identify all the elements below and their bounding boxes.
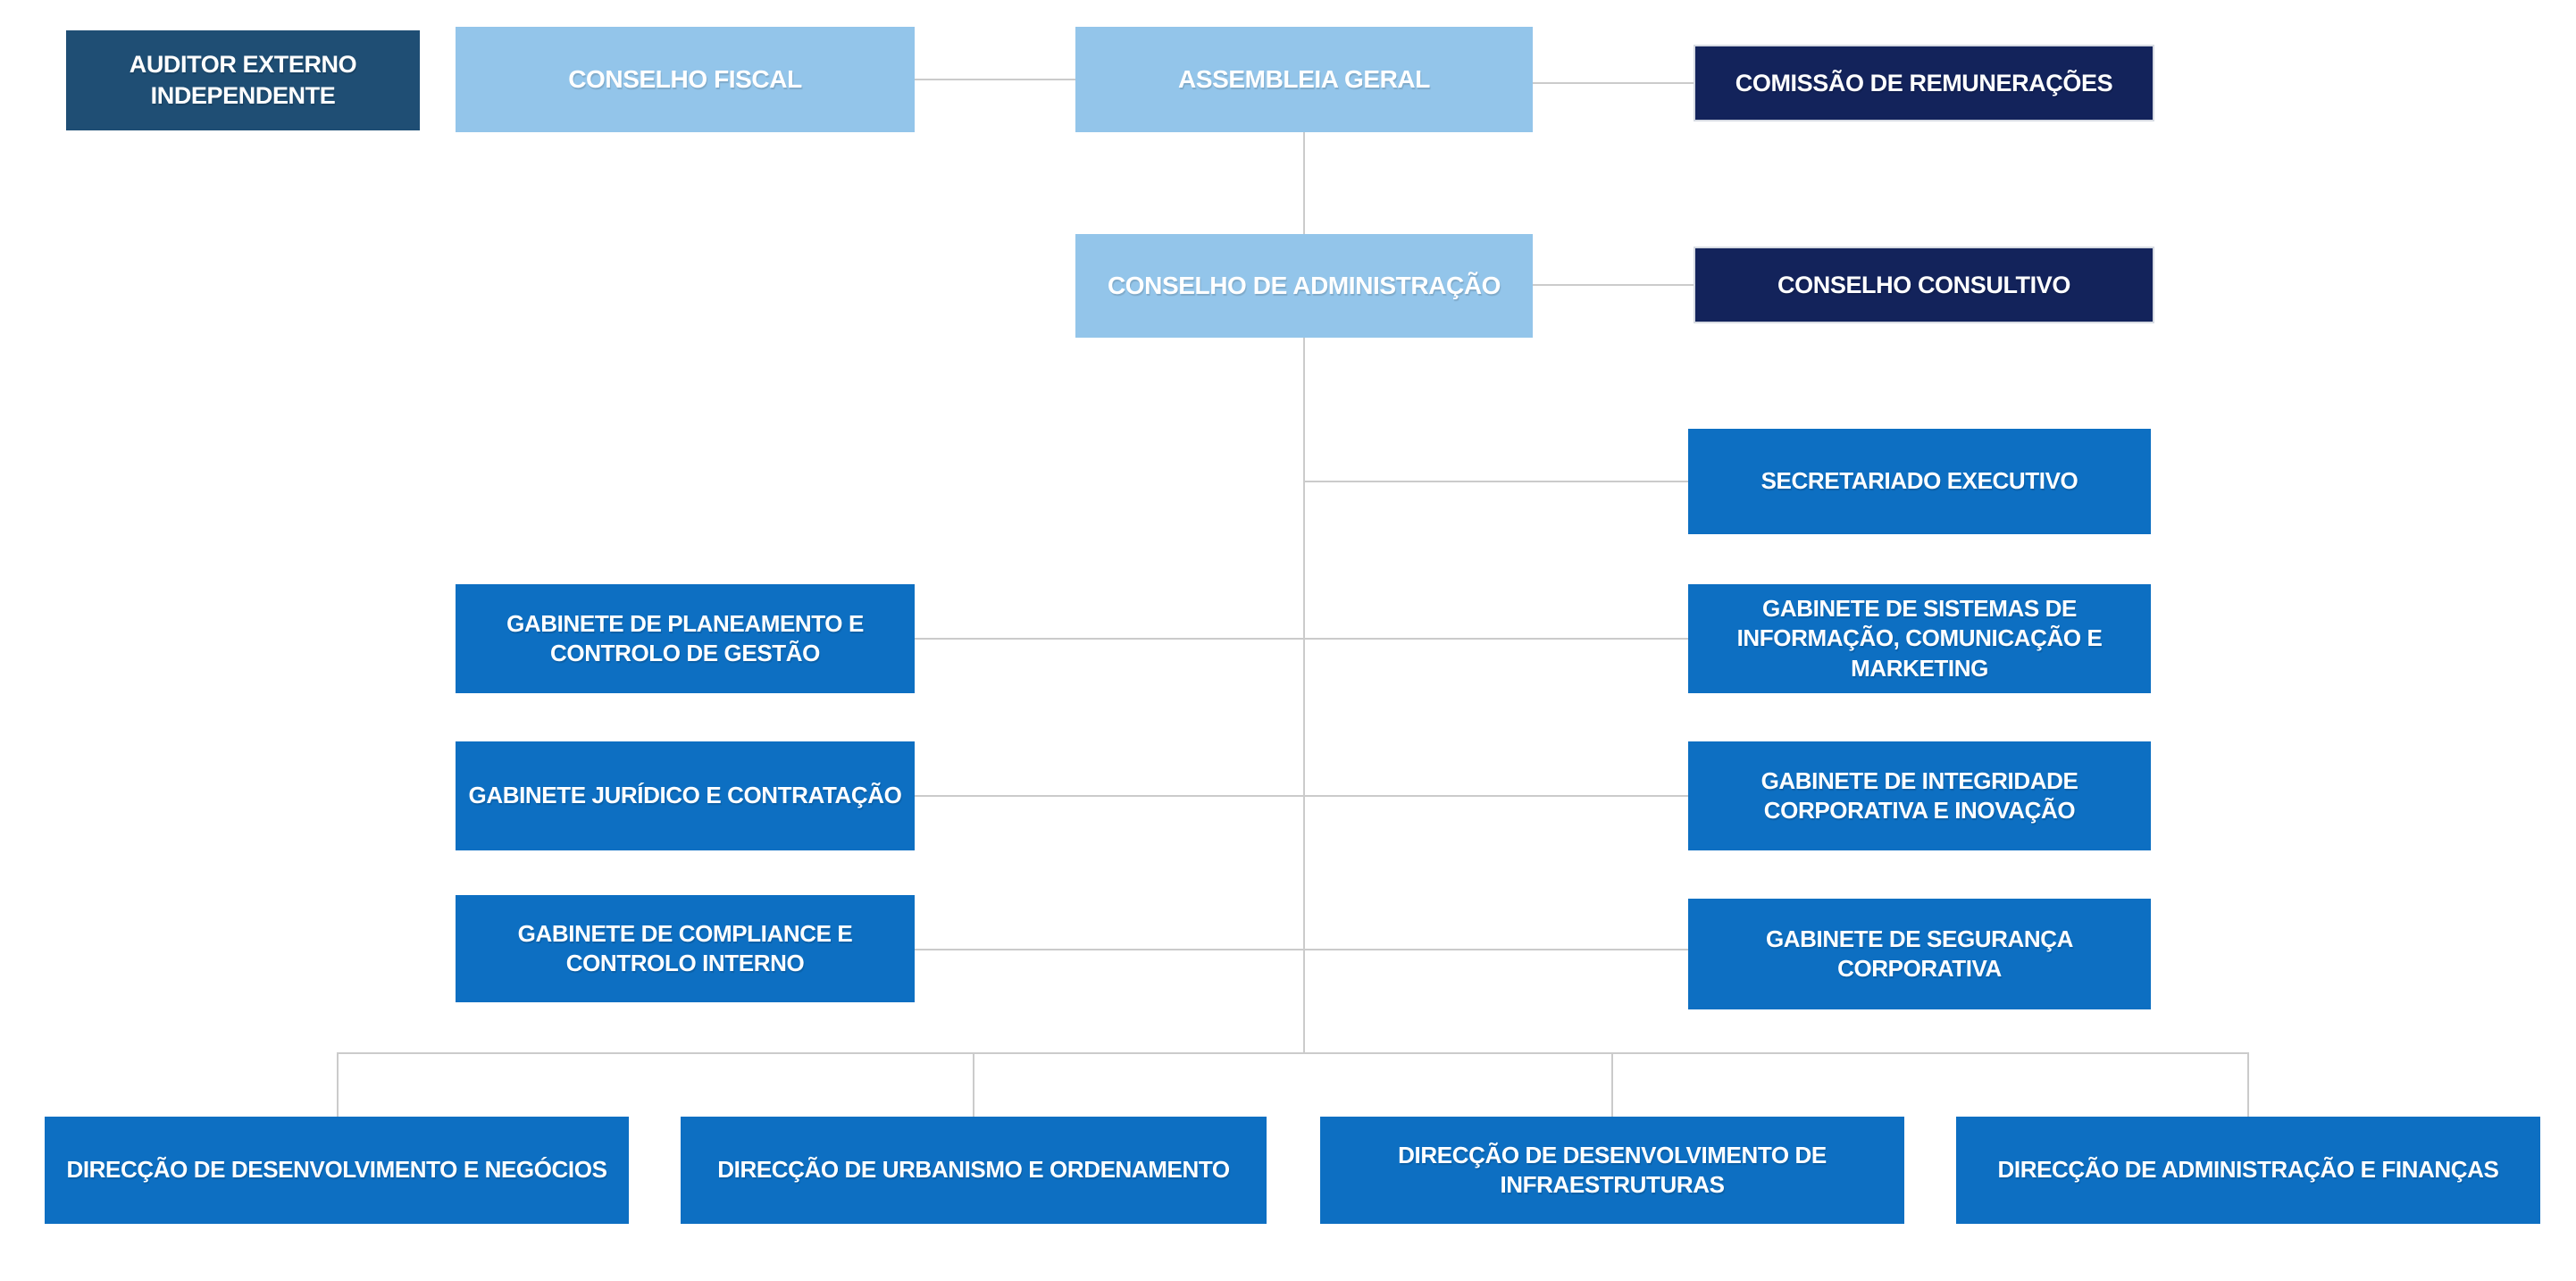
org-node-direccao-desenvolvimento-negocios: DIRECÇÃO DE DESENVOLVIMENTO E NEGÓCIOS [45, 1117, 629, 1224]
org-node-direccao-administracao-financas: DIRECÇÃO DE ADMINISTRAÇÃO E FINANÇAS [1956, 1117, 2540, 1224]
connector-drop-administracao-financas [2247, 1052, 2249, 1117]
connector-drop-desenvolvimento-infraestruturas [1611, 1052, 1613, 1117]
org-node-gabinete-seguranca-corporativa: GABINETE DE SEGURANÇA CORPORATIVA [1688, 899, 2151, 1009]
connector-drop-urbanismo-ordenamento [973, 1052, 974, 1117]
connector-assembleia-comissao-remuneracoes [1533, 82, 1694, 84]
org-node-direccao-desenvolvimento-infraestruturas: DIRECÇÃO DE DESENVOLVIMENTO DE INFRAESTR… [1320, 1117, 1904, 1224]
org-node-comissao-de-remuneracoes: COMISSÃO DE REMUNERAÇÕES [1694, 45, 2154, 121]
connector-trunk-secretariado [1304, 481, 1688, 482]
org-node-auditor-externo-independente: AUDITOR EXTERNO INDEPENDENTE [66, 30, 420, 130]
org-node-secretariado-executivo: SECRETARIADO EXECUTIVO [1688, 429, 2151, 534]
connector-row-planeamento-sistemas [915, 638, 1688, 640]
connector-row-compliance-seguranca [915, 949, 1688, 950]
org-node-assembleia-geral: ASSEMBLEIA GERAL [1075, 27, 1533, 132]
org-node-gabinete-planeamento-controlo-gestao: GABINETE DE PLANEAMENTO E CONTROLO DE GE… [456, 584, 915, 693]
org-node-conselho-fiscal: CONSELHO FISCAL [456, 27, 915, 132]
connector-administracao-trunk [1303, 338, 1305, 1054]
connector-row-juridico-integridade [915, 795, 1688, 797]
org-node-gabinete-sistemas-informacao-comunicacao-marketing: GABINETE DE SISTEMAS DE INFORMAÇÃO, COMU… [1688, 584, 2151, 693]
org-node-conselho-consultivo: CONSELHO CONSULTIVO [1694, 247, 2154, 323]
connector-assembleia-conselho-administracao [1303, 132, 1305, 234]
org-node-gabinete-integridade-corporativa-inovacao: GABINETE DE INTEGRIDADE CORPORATIVA E IN… [1688, 741, 2151, 850]
org-node-gabinete-juridico-contratacao: GABINETE JURÍDICO E CONTRATAÇÃO [456, 741, 915, 850]
connector-conselho-fiscal-assembleia [915, 79, 1075, 80]
org-node-direccao-urbanismo-ordenamento: DIRECÇÃO DE URBANISMO E ORDENAMENTO [681, 1117, 1267, 1224]
org-node-conselho-de-administracao: CONSELHO DE ADMINISTRAÇÃO [1075, 234, 1533, 338]
connector-drop-desenvolvimento-negocios [337, 1052, 339, 1117]
org-node-gabinete-compliance-controlo-interno: GABINETE DE COMPLIANCE E CONTROLO INTERN… [456, 895, 915, 1002]
connector-administracao-conselho-consultivo [1533, 284, 1694, 286]
connector-direccoes-bar [337, 1052, 2249, 1054]
